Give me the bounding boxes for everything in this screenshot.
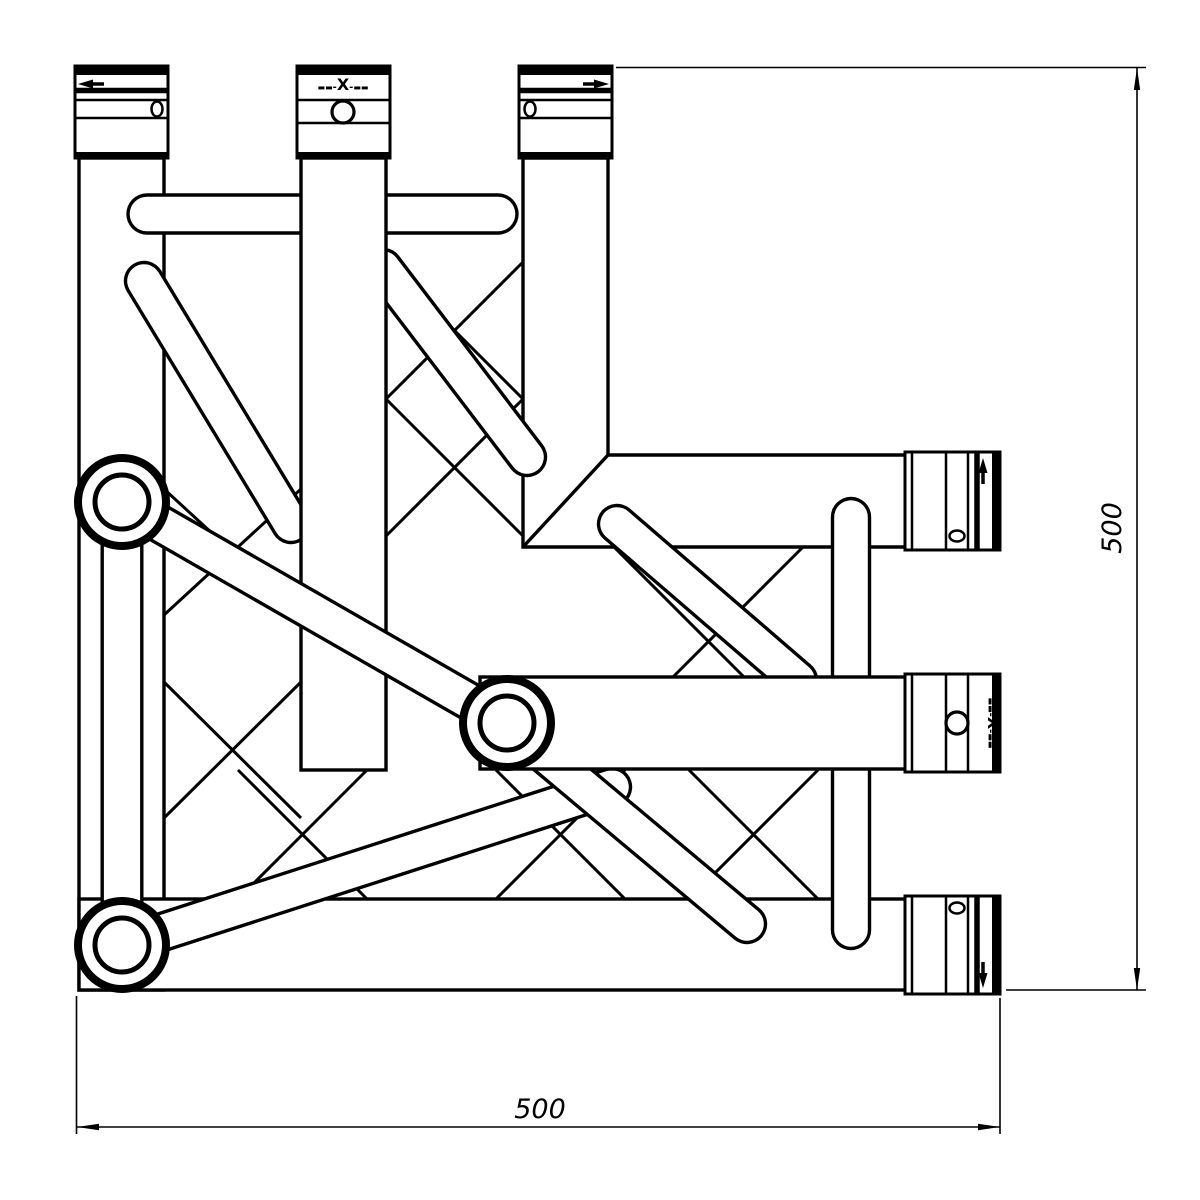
- dimension-bottom: [75, 996, 1001, 1134]
- arrowhead-left-icon: [77, 1123, 99, 1131]
- pin-hole: [948, 529, 966, 543]
- coupler-right-bottom: [903, 894, 1002, 996]
- right-couplers: ▬▬-X-▬▬: [903, 450, 1003, 996]
- top-couplers: ▬▬-X-▬▬: [73, 64, 614, 160]
- chord-end-circles: [74, 454, 555, 993]
- brand-logo: ▬▬-X-▬▬: [318, 75, 369, 94]
- insert-arrow-icon: [583, 79, 609, 89]
- chord-circle-middle-inner: [477, 693, 537, 753]
- arrowhead-right-icon: [978, 1123, 1000, 1131]
- front-braces: [100, 480, 872, 967]
- middle-vertical-tube: [299, 156, 388, 772]
- coupler-top-middle: ▬▬-X-▬▬: [295, 64, 392, 160]
- pin-hole: [523, 100, 537, 118]
- dimension-right: [616, 66, 1146, 991]
- brand-logo-vertical: ▬▬-X-▬▬: [984, 698, 1003, 749]
- bolt-hole: [944, 710, 970, 736]
- insert-arrow-icon: [978, 458, 988, 484]
- pin-hole: [948, 901, 966, 915]
- arrowhead-down-icon: [1133, 968, 1141, 990]
- dimension-label-right: 500: [1097, 502, 1128, 554]
- arrowhead-up-icon: [1133, 68, 1141, 90]
- corner-l-tube: [521, 156, 909, 549]
- coupler-right-top: [903, 450, 1002, 552]
- chord-circle-bottom-left-inner: [92, 915, 152, 975]
- dimension-label-bottom: 500: [514, 1094, 566, 1125]
- miter-seam: [521, 453, 610, 549]
- insert-arrow-icon: [978, 962, 988, 988]
- coupler-top-right: [517, 64, 614, 160]
- bolt-hole: [330, 99, 356, 125]
- pin-hole: [150, 100, 164, 118]
- coupler-top-left: [73, 64, 170, 160]
- chord-circle-top-left-inner: [92, 472, 152, 532]
- coupler-right-middle: ▬▬-X-▬▬: [903, 672, 1003, 774]
- insert-arrow-icon: [78, 79, 104, 89]
